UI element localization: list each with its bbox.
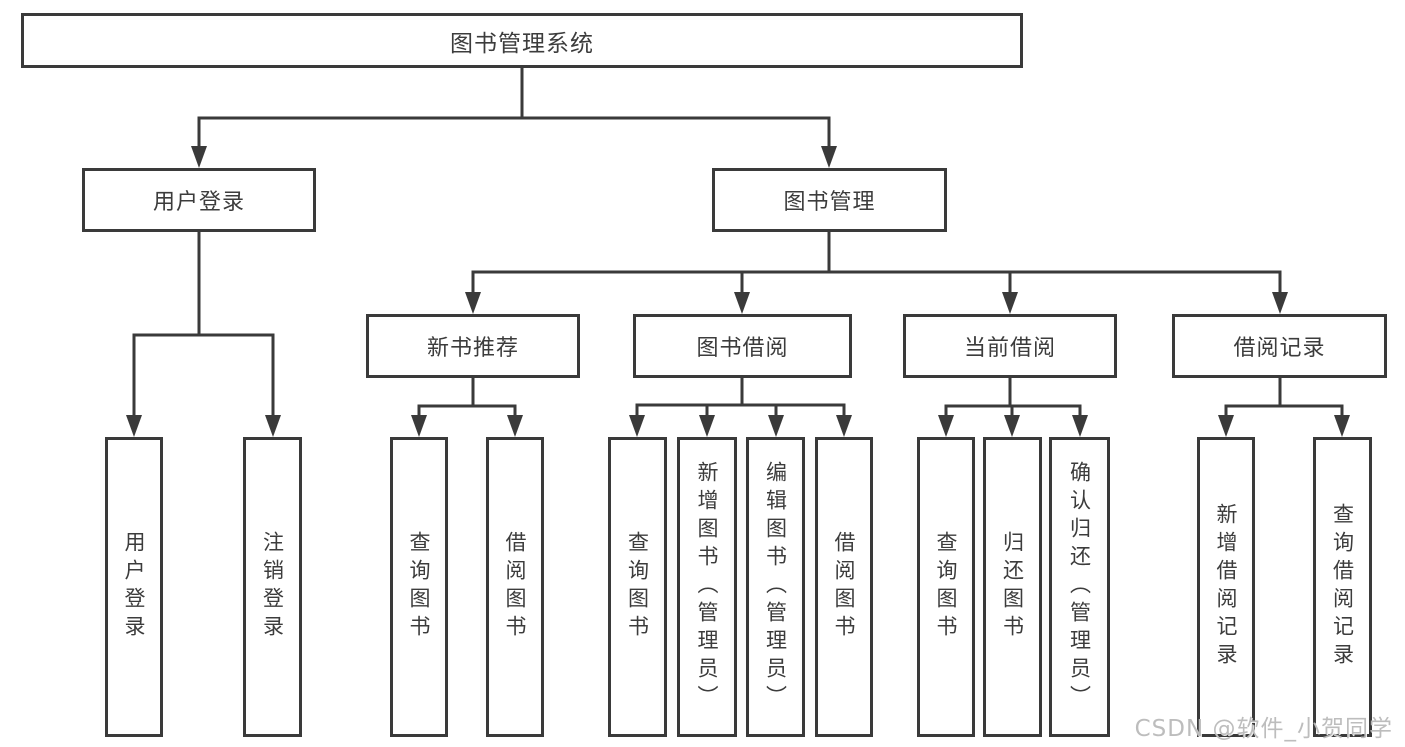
node-borrow-records: 借阅记录 [1172,314,1387,378]
node-label: 图书管理系统 [450,30,594,57]
node-label: 用户登录 [152,190,245,215]
node-leaf-edit-books-admin: 编辑图书（管理员） [746,437,805,737]
node-leaf-add-books-admin: 新增图书（管理员） [677,437,737,737]
node-label: 查询图书 [934,531,959,643]
node-label: 编辑图书（管理员） [763,461,788,713]
node-leaf-add-borrow-record: 新增借阅记录 [1197,437,1255,737]
node-new-book-recommend: 新书推荐 [366,314,580,378]
node-leaf-return-books: 归还图书 [983,437,1042,737]
node-label: 当前借阅 [963,336,1056,361]
node-leaf-user-login: 用户登录 [105,437,163,737]
node-leaf-borrow-books: 借阅图书 [815,437,873,737]
node-label: 图书管理 [783,190,876,215]
node-label: 注销登录 [260,531,285,643]
node-leaf-query-books-current: 查询图书 [917,437,975,737]
node-label: 新增图书（管理员） [695,461,720,713]
node-label: 借阅图书 [503,531,528,643]
node-leaf-logout: 注销登录 [243,437,302,737]
node-leaf-query-books-recommend: 查询图书 [390,437,448,737]
csdn-watermark: CSDN @软件_小贺同学 [1134,716,1393,742]
node-label: 新书推荐 [426,336,519,361]
node-label: 借阅图书 [832,531,857,643]
node-user-login: 用户登录 [82,168,316,232]
node-label: 图书借阅 [696,336,789,361]
node-current-borrow: 当前借阅 [903,314,1117,378]
node-leaf-query-books-borrow: 查询图书 [608,437,667,737]
node-label: 归还图书 [1000,531,1025,643]
node-label: 确认归还（管理员） [1067,461,1092,713]
node-library-management-system: 图书管理系统 [21,13,1023,68]
node-leaf-query-borrow-record: 查询借阅记录 [1313,437,1372,737]
node-label: 查询图书 [625,531,650,643]
node-leaf-borrow-books-recommend: 借阅图书 [486,437,544,737]
node-leaf-confirm-return-admin: 确认归还（管理员） [1049,437,1110,737]
node-book-borrow: 图书借阅 [633,314,852,378]
node-book-management: 图书管理 [712,168,947,232]
node-label: 新增借阅记录 [1214,503,1239,671]
node-label: 查询图书 [407,531,432,643]
node-label: 查询借阅记录 [1330,503,1355,671]
node-label: 借阅记录 [1233,336,1326,361]
node-label: 用户登录 [122,531,147,643]
